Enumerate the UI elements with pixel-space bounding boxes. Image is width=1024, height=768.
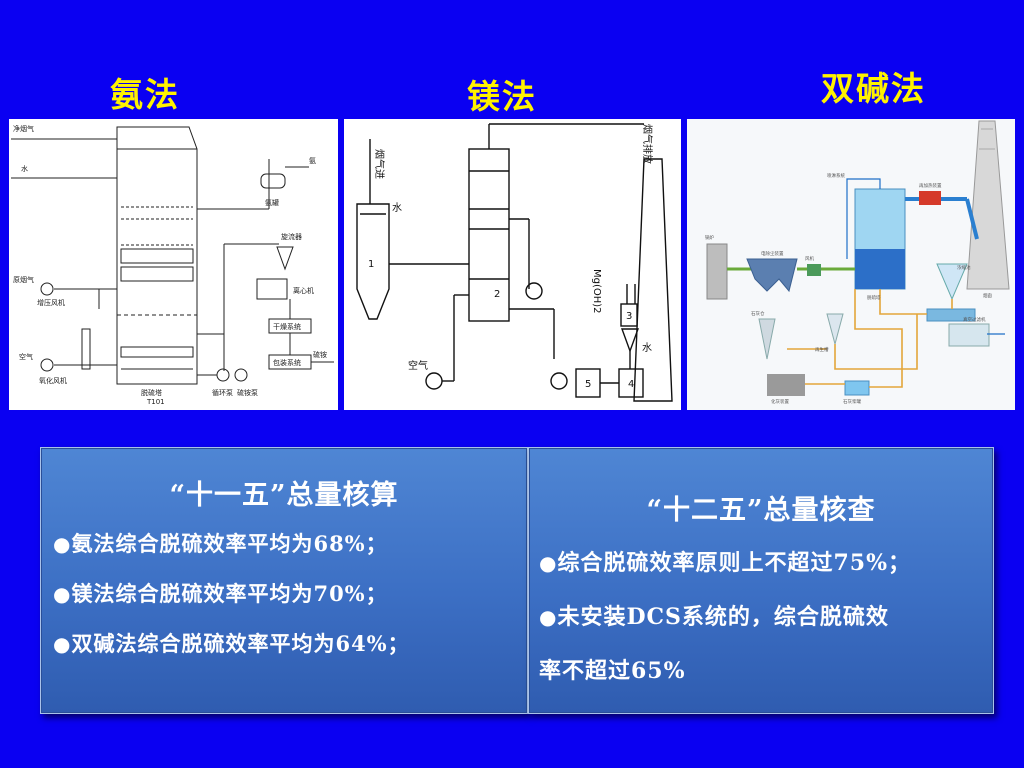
eleventh-item-2-text: 镁法综合脱硫效率平均为70%；: [71, 581, 388, 606]
twelfth-item-2: ●未安装DCS系统的，综合脱硫效: [539, 599, 993, 631]
label-sulfate-pump: 硫铵泵: [237, 388, 258, 397]
label-regeneration-tank: 再生槽: [815, 346, 829, 353]
label-unit-4: 4: [628, 379, 634, 390]
label-unit-5: 5: [585, 379, 591, 390]
ammonia-diagram-svg: 净烟气 水 原烟气 增压风机 空气 氧化风机 氨 氨罐 旋流器 离心机 干燥系统…: [11, 124, 334, 406]
eleventh-item-2: ●镁法综合脱硫效率平均为70%；: [53, 578, 527, 608]
label-slaker: 化灰装置: [771, 398, 789, 405]
label-air: 空气: [408, 359, 428, 372]
eleventh-item-1: ●氨法综合脱硫效率平均为68%；: [53, 528, 527, 558]
label-ammonia: 氨: [309, 156, 316, 165]
label-air: 空气: [19, 352, 33, 361]
heading-magnesium-method: 镁法: [467, 77, 537, 116]
label-ammonia-tank: 氨罐: [265, 198, 279, 207]
label-spray-system: 喷淋系统: [827, 172, 845, 179]
label-drying-system: 干燥系统: [273, 322, 301, 331]
magnesium-process-diagram: 烟气进 烟气排放 水 水 空气 Mg(OH)2 1 2 3 4 5: [344, 119, 681, 410]
label-tower-id: T101: [146, 398, 165, 406]
label-reheater: 再加热装置: [919, 182, 942, 189]
bullet-dot: ●: [53, 532, 72, 556]
eleventh-item-1-text: 氨法综合脱硫效率平均为68%；: [71, 531, 388, 556]
label-desulfurization-tower: 脱硫塔: [867, 294, 881, 301]
label-clean-flue-gas: 净烟气: [13, 124, 34, 133]
dual-alkali-diagram-svg: 锅炉 电除尘装置 风机 脱硫塔 烟囱 再加热装置 浓缩池 真空过滤机 石灰仓 化…: [687, 119, 1015, 410]
twelfth-five-year-title: “十二五”总量核查: [646, 495, 876, 526]
twelfth-five-year-box: “十二五”总量核查 ●综合脱硫效率原则上不超过75%； ●未安装DCS系统的，综…: [528, 447, 994, 714]
label-lime-silo: 石灰仓: [751, 310, 765, 317]
label-thickener: 浓缩池: [957, 264, 971, 271]
label-unit-3: 3: [626, 311, 632, 322]
label-flue-in: 烟气进: [373, 149, 386, 179]
label-lime-slurry-tank: 石灰浆罐: [843, 398, 861, 405]
heading-dual-alkali-method: 双碱法: [821, 69, 926, 108]
label-oxidation-fan: 氧化风机: [39, 376, 67, 385]
label-raw-flue-gas: 原烟气: [13, 275, 34, 284]
label-flue-out: 烟气排放: [641, 124, 654, 164]
label-ammonium-sulfate: 硫铵: [313, 350, 327, 359]
ammonia-process-diagram: 净烟气 水 原烟气 增压风机 空气 氧化风机 氨 氨罐 旋流器 离心机 干燥系统…: [9, 119, 338, 410]
label-unit-2: 2: [494, 289, 500, 300]
twelfth-item-2-text: 未安装DCS系统的，综合脱硫效: [557, 604, 889, 630]
magnesium-diagram-svg: 烟气进 烟气排放 水 水 空气 Mg(OH)2 1 2 3 4 5: [356, 123, 673, 402]
bullet-dot: ●: [53, 582, 72, 606]
label-dust-collector: 电除尘装置: [761, 250, 784, 257]
twelfth-item-1: ●综合脱硫效率原则上不超过75%；: [539, 545, 993, 577]
label-water-2: 水: [642, 342, 652, 354]
label-water-1: 水: [392, 202, 402, 214]
label-mgoh2: Mg(OH)2: [591, 269, 602, 314]
eleventh-item-3-text: 双碱法综合脱硫效率平均为64%；: [71, 631, 410, 656]
label-fan: 风机: [805, 255, 814, 262]
eleventh-five-year-box: “十一五”总量核算 ●氨法综合脱硫效率平均为68%； ●镁法综合脱硫效率平均为7…: [40, 447, 528, 714]
dual-alkali-process-diagram: 锅炉 电除尘装置 风机 脱硫塔 烟囱 再加热装置 浓缩池 真空过滤机 石灰仓 化…: [687, 119, 1015, 410]
label-vacuum-filter: 真空过滤机: [963, 316, 986, 323]
label-unit-1: 1: [368, 259, 374, 270]
bullet-dot: ●: [53, 632, 72, 656]
bullet-dot: ●: [539, 605, 558, 629]
label-booster-fan: 增压风机: [37, 298, 65, 307]
label-water: 水: [21, 164, 28, 173]
label-cyclone: 旋流器: [281, 232, 302, 241]
label-packing-system: 包装系统: [273, 358, 301, 367]
eleventh-five-year-title: “十一五”总量核算: [169, 480, 399, 511]
twelfth-item-1-text: 综合脱硫效率原则上不超过75%；: [557, 550, 911, 576]
twelfth-item-2-continued: 率不超过65%: [539, 658, 686, 684]
label-chimney: 烟囱: [983, 292, 992, 299]
label-tower: 脱硫塔: [141, 388, 162, 397]
bullet-dot: ●: [539, 551, 558, 575]
label-circulation-pump: 循环泵: [212, 388, 233, 397]
eleventh-item-3: ●双碱法综合脱硫效率平均为64%；: [53, 628, 527, 658]
heading-ammonia-method: 氨法: [110, 75, 180, 114]
label-boiler: 锅炉: [705, 234, 714, 241]
label-centrifuge: 离心机: [293, 286, 314, 295]
